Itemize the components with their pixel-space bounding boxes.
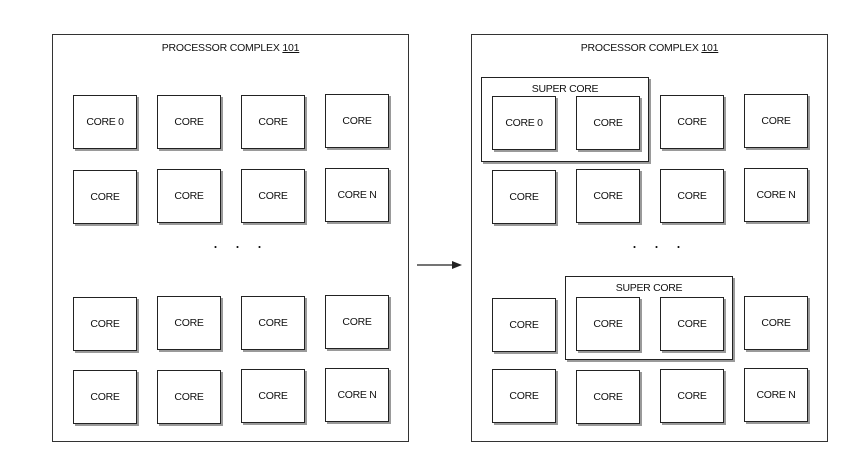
- complex-title-text: PROCESSOR COMPLEX: [580, 42, 699, 54]
- core-box: CORE: [325, 94, 389, 148]
- core-box: CORE: [492, 298, 556, 352]
- super-core-label: SUPER CORE: [531, 83, 599, 95]
- super-core-label: SUPER CORE: [615, 282, 683, 294]
- core-box: CORE: [744, 94, 808, 148]
- core-box: CORE: [157, 169, 221, 223]
- core-box: CORE N: [325, 168, 389, 222]
- core-box: CORE: [660, 95, 724, 149]
- core-box: CORE: [73, 297, 137, 351]
- ellipsis: . . .: [632, 232, 688, 252]
- complex-title: PROCESSOR COMPLEX 101: [472, 42, 827, 54]
- core-box: CORE: [325, 295, 389, 349]
- core-box: CORE: [576, 297, 640, 351]
- complex-title-text: PROCESSOR COMPLEX: [161, 42, 280, 54]
- core-box: CORE: [157, 95, 221, 149]
- processor-complex-left: PROCESSOR COMPLEX 101 CORE 0 CORE CORE C…: [52, 34, 409, 442]
- core-box: CORE: [660, 169, 724, 223]
- core-box: CORE N: [744, 168, 808, 222]
- ellipsis: . . .: [213, 232, 269, 252]
- core-box: CORE: [744, 296, 808, 350]
- core-box: CORE: [73, 170, 137, 224]
- processor-complex-right: PROCESSOR COMPLEX 101 SUPER CORE CORE 0 …: [471, 34, 828, 442]
- core-box: CORE: [73, 370, 137, 424]
- complex-ref-number: 101: [701, 42, 719, 54]
- complex-title: PROCESSOR COMPLEX 101: [53, 42, 408, 54]
- core-box: CORE N: [744, 368, 808, 422]
- core-box: CORE: [157, 370, 221, 424]
- complex-ref-number: 101: [282, 42, 300, 54]
- core-box: CORE: [241, 296, 305, 350]
- core-box: CORE: [241, 169, 305, 223]
- core-box: CORE: [492, 369, 556, 423]
- core-box: CORE: [492, 170, 556, 224]
- core-box: CORE: [241, 369, 305, 423]
- core-box: CORE: [660, 297, 724, 351]
- core-box: CORE 0: [492, 96, 556, 150]
- core-box: CORE N: [325, 368, 389, 422]
- core-box: CORE 0: [73, 95, 137, 149]
- core-box: CORE: [157, 296, 221, 350]
- core-box: CORE: [576, 169, 640, 223]
- core-box: CORE: [241, 95, 305, 149]
- core-box: CORE: [576, 96, 640, 150]
- core-box: CORE: [576, 370, 640, 424]
- core-box: CORE: [660, 369, 724, 423]
- right-arrow-icon: [417, 261, 462, 269]
